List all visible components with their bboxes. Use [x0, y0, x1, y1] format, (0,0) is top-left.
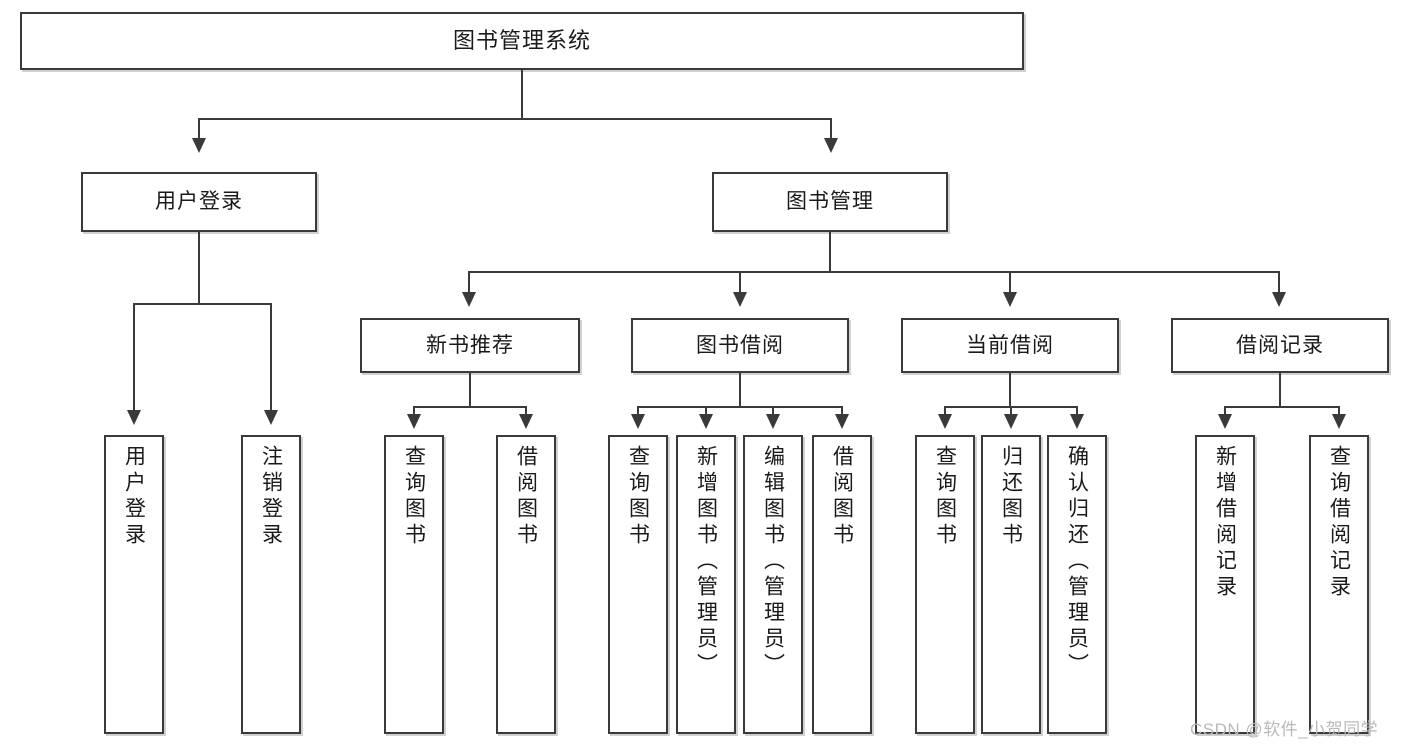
node-book-management[interactable]: 图书管理	[712, 172, 948, 232]
leaf-borrow-record-add-record[interactable]: 新增借阅记录	[1195, 435, 1255, 734]
connector-current-borrow-leaf1-drop	[944, 406, 946, 416]
arrowhead-borrow-record-leaf2	[1332, 414, 1346, 429]
arrowhead-user-login	[192, 138, 206, 153]
leaf-book-borrow-add-book-admin[interactable]: 新增图书（管理员）	[676, 435, 736, 734]
leaf-user-login-login[interactable]: 用户登录	[104, 435, 164, 734]
connector-new-book-bus	[413, 406, 527, 408]
connector-level3-bus	[468, 271, 1280, 273]
arrowhead-user-login-leaf2	[264, 410, 278, 425]
leaf-label: 查询图书	[933, 445, 957, 549]
connector-book-borrow-leaf3-drop	[772, 406, 774, 416]
leaf-label: 注销登录	[259, 445, 283, 549]
connector-new-book-leaf1-drop	[413, 406, 415, 416]
arrowhead-book-borrow-leaf2	[699, 414, 713, 429]
connector-book-borrow-leaf4-drop	[841, 406, 843, 416]
leaf-label: 查询借阅记录	[1327, 445, 1351, 601]
leaf-label: 用户登录	[122, 445, 146, 549]
arrowhead-current-borrow-leaf1	[938, 414, 952, 429]
node-label: 用户登录	[155, 190, 243, 214]
leaf-book-borrow-edit-book-admin[interactable]: 编辑图书（管理员）	[743, 435, 803, 734]
arrowhead-book-borrow-leaf3	[766, 414, 780, 429]
arrowhead-user-login-leaf1	[127, 410, 141, 425]
node-label: 图书管理	[786, 190, 874, 214]
leaf-current-borrow-query-book[interactable]: 查询图书	[915, 435, 975, 734]
leaf-borrow-record-query-record[interactable]: 查询借阅记录	[1309, 435, 1369, 734]
connector-level2-drop-user-login	[198, 118, 200, 141]
connector-user-login-leaf1-drop	[133, 303, 135, 413]
node-borrow-record[interactable]: 借阅记录	[1171, 318, 1389, 373]
node-label: 图书管理系统	[452, 27, 591, 53]
arrowhead-book-borrow	[733, 292, 747, 307]
node-label: 借阅记录	[1236, 333, 1324, 357]
connector-level3-drop-new-book	[468, 271, 470, 295]
arrowhead-new-book-recommend	[462, 292, 476, 307]
connector-borrow-record-leaf1-drop	[1224, 406, 1226, 416]
arrowhead-borrow-record	[1272, 292, 1286, 307]
connector-borrow-record-bus	[1224, 406, 1340, 408]
arrowhead-current-borrow-leaf2	[1004, 414, 1018, 429]
connector-level3-drop-book-borrow	[739, 271, 741, 295]
connector-user-login-leaf2-drop	[270, 303, 272, 413]
node-user-login[interactable]: 用户登录	[81, 172, 317, 232]
connector-level3-drop-borrow-record	[1278, 271, 1280, 295]
connector-level2-bus	[198, 118, 832, 120]
connector-book-borrow-leaf2-drop	[705, 406, 707, 416]
leaf-book-borrow-borrow-book[interactable]: 借阅图书	[812, 435, 872, 734]
connector-level3-drop-current-borrow	[1009, 271, 1011, 295]
leaf-current-borrow-confirm-return-admin[interactable]: 确认归还（管理员）	[1047, 435, 1107, 734]
leaf-current-borrow-return-book[interactable]: 归还图书	[981, 435, 1041, 734]
connector-new-book-stem	[469, 373, 471, 407]
leaf-label: 查询图书	[626, 445, 650, 549]
connector-borrow-record-leaf2-drop	[1338, 406, 1340, 416]
node-current-borrow[interactable]: 当前借阅	[901, 318, 1119, 373]
connector-borrow-record-stem	[1279, 373, 1281, 407]
leaf-label: 查询图书	[402, 445, 426, 549]
leaf-label: 新增借阅记录	[1213, 445, 1237, 601]
arrowhead-book-borrow-leaf4	[835, 414, 849, 429]
arrowhead-borrow-record-leaf1	[1218, 414, 1232, 429]
node-label: 图书借阅	[696, 333, 784, 357]
leaf-label: 编辑图书（管理员）	[761, 445, 785, 679]
arrowhead-current-borrow	[1003, 292, 1017, 307]
connector-current-borrow-leaf3-drop	[1076, 406, 1078, 416]
connector-book-management-stem	[829, 232, 831, 272]
connector-user-login-stem	[198, 232, 200, 304]
connector-book-borrow-stem	[739, 373, 741, 407]
leaf-label: 归还图书	[999, 445, 1023, 549]
connector-root-stem	[521, 70, 523, 119]
arrowhead-new-book-leaf2	[519, 414, 533, 429]
leaf-book-borrow-query-book[interactable]: 查询图书	[608, 435, 668, 734]
connector-book-borrow-bus	[637, 406, 843, 408]
connector-level2-drop-book-management	[830, 118, 832, 141]
leaf-label: 新增图书（管理员）	[694, 445, 718, 679]
arrowhead-current-borrow-leaf3	[1070, 414, 1084, 429]
node-root-book-management-system[interactable]: 图书管理系统	[20, 12, 1024, 70]
leaf-new-book-query-book[interactable]: 查询图书	[384, 435, 444, 734]
connector-user-login-bus	[133, 303, 272, 305]
node-label: 新书推荐	[426, 333, 514, 357]
leaf-new-book-borrow-book[interactable]: 借阅图书	[496, 435, 556, 734]
connector-book-borrow-leaf1-drop	[637, 406, 639, 416]
leaf-label: 借阅图书	[514, 445, 538, 549]
node-book-borrow[interactable]: 图书借阅	[631, 318, 849, 373]
connector-current-borrow-stem	[1009, 373, 1011, 407]
connector-new-book-leaf2-drop	[525, 406, 527, 416]
leaf-label: 借阅图书	[830, 445, 854, 549]
arrowhead-new-book-leaf1	[407, 414, 421, 429]
node-new-book-recommend[interactable]: 新书推荐	[360, 318, 580, 373]
leaf-user-login-logout[interactable]: 注销登录	[241, 435, 301, 734]
node-label: 当前借阅	[966, 333, 1054, 357]
connector-current-borrow-leaf2-drop	[1010, 406, 1012, 416]
leaf-label: 确认归还（管理员）	[1065, 445, 1089, 679]
arrowhead-book-management	[824, 138, 838, 153]
arrowhead-book-borrow-leaf1	[631, 414, 645, 429]
